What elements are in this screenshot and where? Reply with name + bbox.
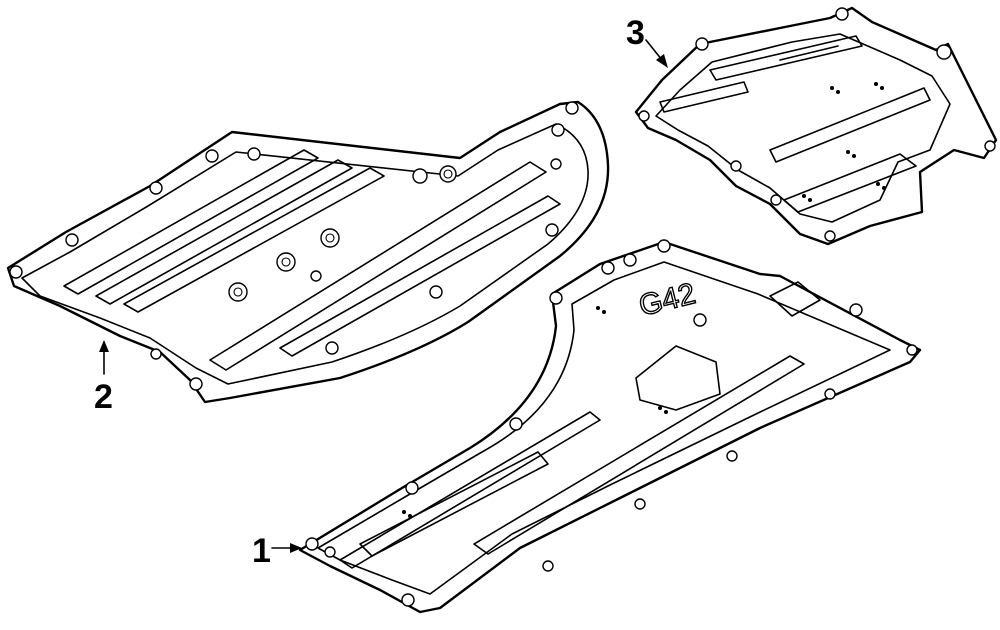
main-underbody-panel: G42 xyxy=(298,239,922,614)
callout-label-2: 2 xyxy=(94,378,113,416)
callout-label-1: 1 xyxy=(252,532,271,570)
callout-label-3: 3 xyxy=(626,14,645,52)
main-panel-clips xyxy=(402,306,668,518)
rear-shield-tabs xyxy=(638,7,996,242)
callout-2: 2 xyxy=(94,340,113,416)
front-underbody-shield xyxy=(6,100,610,404)
main-panel-tabs xyxy=(305,239,918,607)
callout-1: 1 xyxy=(252,532,302,570)
front-shield-nuts xyxy=(228,165,457,302)
rear-shield-clips xyxy=(802,82,886,202)
callout-3: 3 xyxy=(626,14,668,68)
rear-underbody-shield xyxy=(634,6,998,246)
front-shield-tabs xyxy=(9,101,579,391)
